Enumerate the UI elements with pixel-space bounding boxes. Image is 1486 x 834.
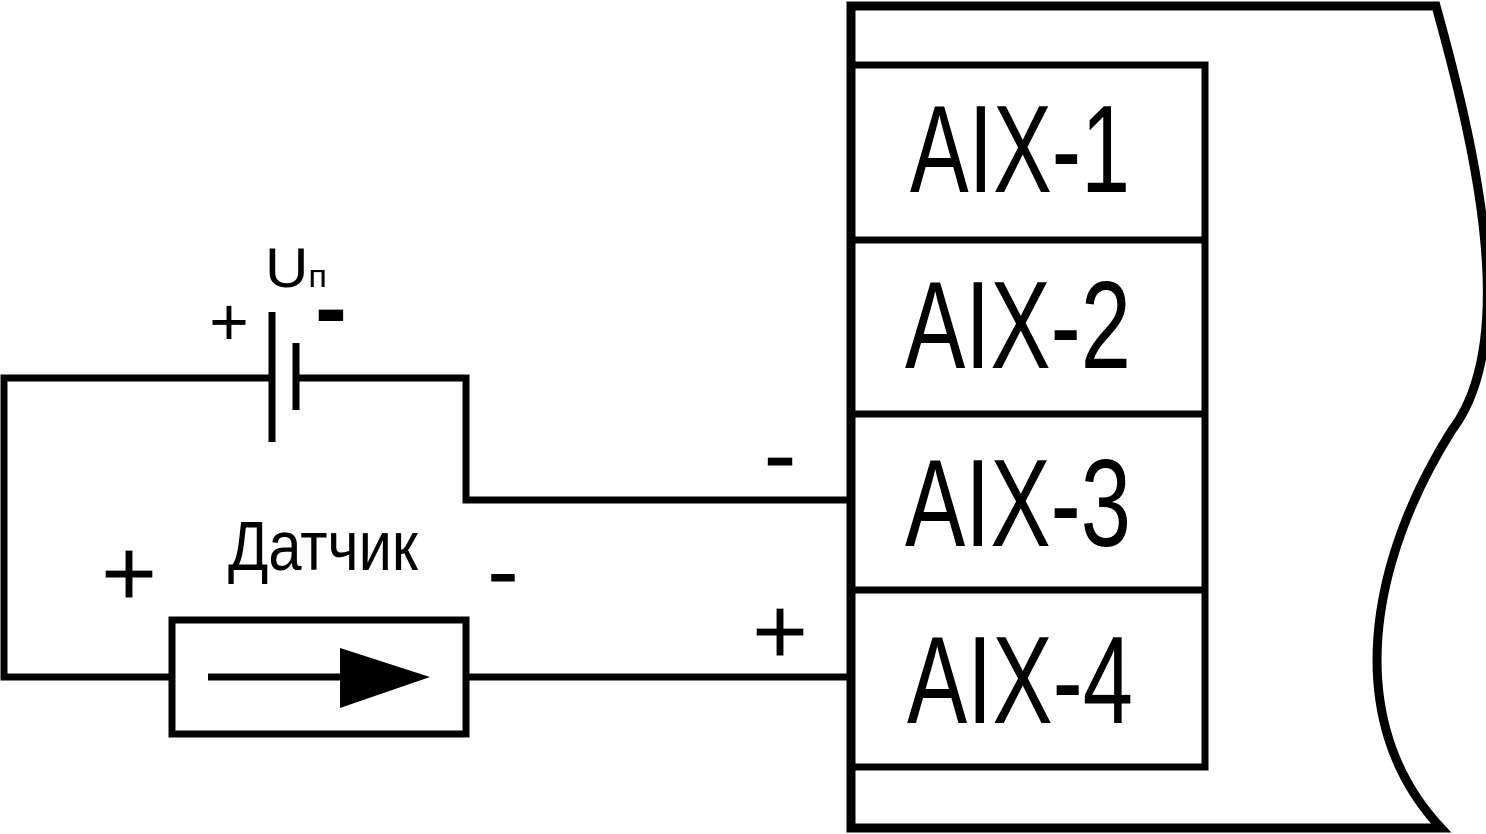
supply-minus-sign: - <box>315 254 347 361</box>
wire-supply-to-aix3 <box>296 374 851 504</box>
sensor-minus-sign: - <box>487 517 519 624</box>
sensor-label: Датчик <box>228 507 418 585</box>
aix4-polarity-sign: + <box>752 578 808 685</box>
wire-loop <box>0 374 272 681</box>
supply-plus-sign: + <box>209 284 249 360</box>
terminal-aix-4-label: AIX-4 <box>907 612 1133 750</box>
terminal-aix-1-label: AIX-1 <box>910 81 1130 219</box>
supply-label: Uп <box>265 236 327 299</box>
aix3-polarity-sign: - <box>763 398 796 510</box>
device-housing <box>846 1 1486 833</box>
terminal-aix-3-label: AIX-3 <box>905 435 1131 573</box>
sensor-arrow-head <box>340 648 430 708</box>
sensor-plus-sign: + <box>101 520 157 627</box>
sensor-box <box>168 616 470 738</box>
terminal-aix-2-label: AIX-2 <box>905 257 1131 395</box>
